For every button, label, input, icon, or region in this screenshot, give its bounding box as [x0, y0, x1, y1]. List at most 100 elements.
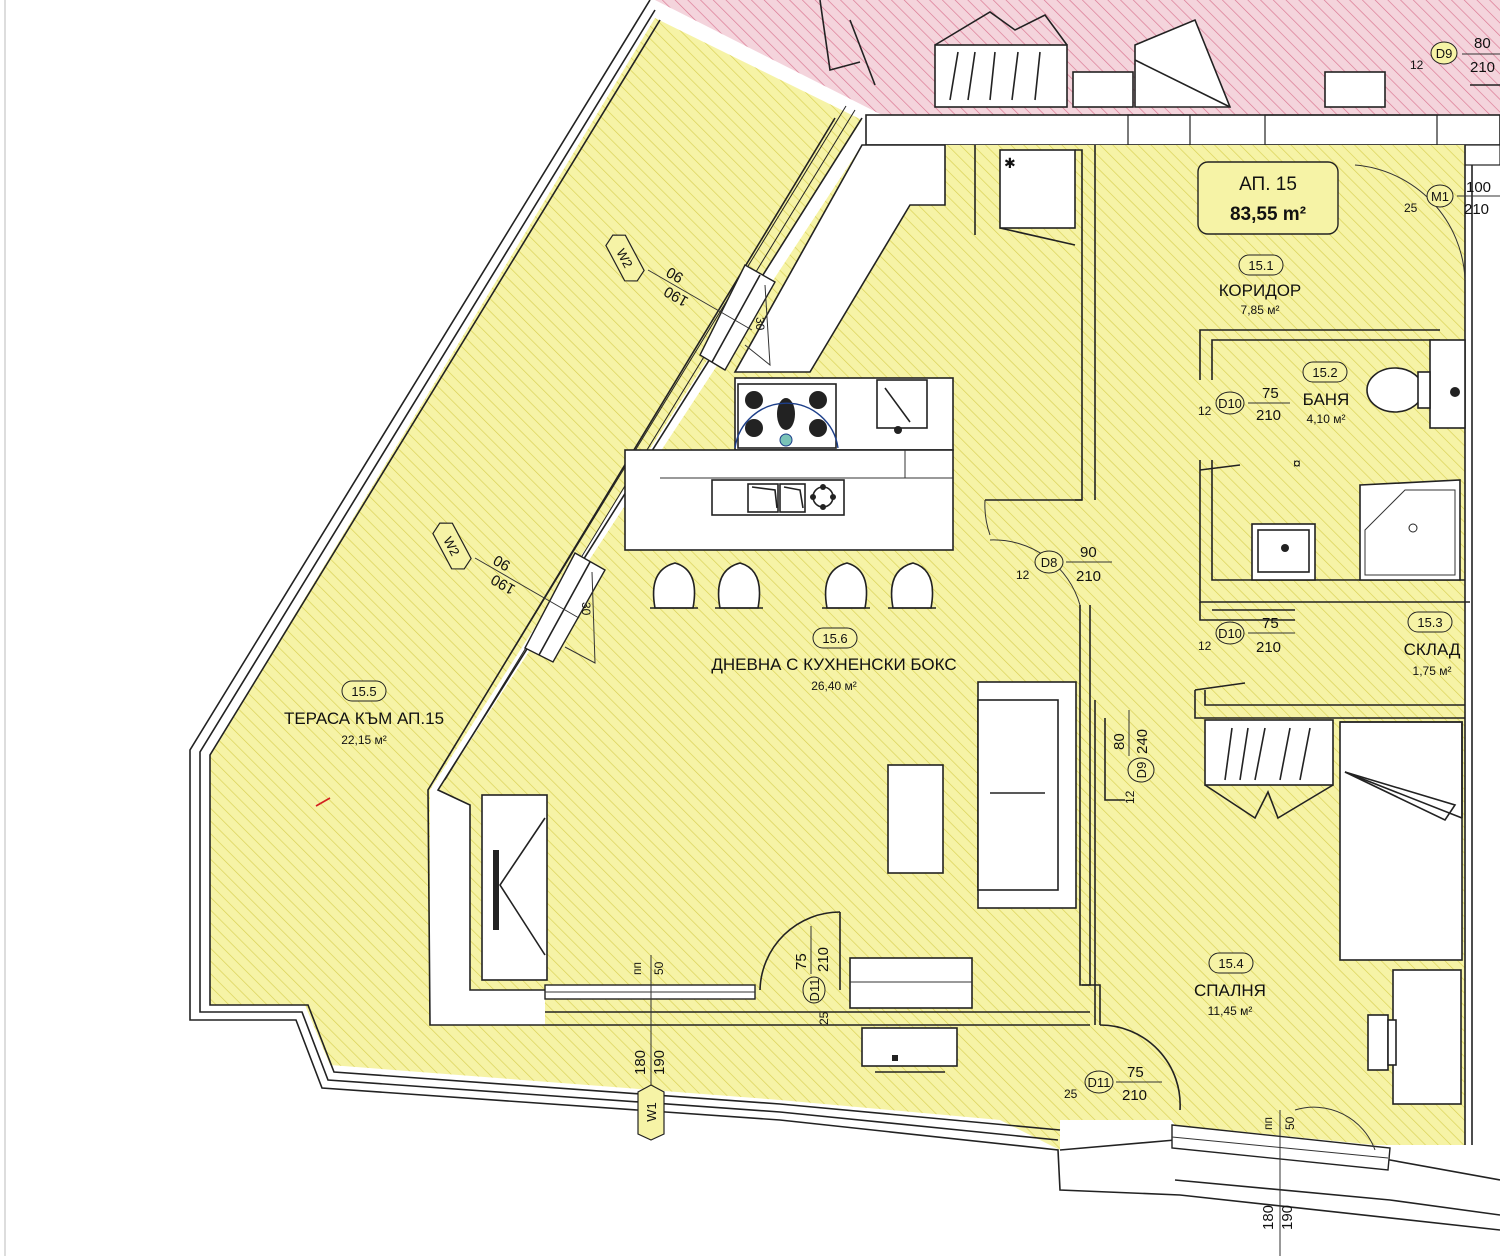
- door-side: 25: [1404, 201, 1418, 215]
- partition-walls: [1079, 605, 1125, 1025]
- window-sill: 50: [652, 961, 666, 975]
- door-side: 12: [1198, 639, 1212, 653]
- window-width: 180: [632, 1050, 649, 1075]
- door-height: 210: [815, 947, 832, 972]
- door-tag-d9-top: 12 D9 80 210: [1410, 35, 1500, 76]
- room-label-15-5: 15.5 ТЕРАСА КЪМ АП.15 22,15 м²: [284, 680, 444, 747]
- room-name: ДНЕВНА С КУХНЕНСКИ БОКС: [711, 655, 956, 674]
- window-height: 190: [1279, 1205, 1296, 1230]
- door-tag-d10-bath: 12 D10 75 210: [1198, 385, 1290, 424]
- apartment-title: АП. 15: [1239, 174, 1297, 195]
- window-tag-w1-living: W1 180 190 пп 50: [630, 955, 668, 1141]
- door-tag-d11-bedroom: 25 D11 75 210: [1064, 1064, 1162, 1104]
- window-sill: 50: [1283, 1116, 1297, 1130]
- door-side: 25: [1064, 1087, 1078, 1101]
- neighbor-area: [655, 0, 1500, 115]
- door-width: 80: [1111, 733, 1128, 750]
- room-area: 7,85 м²: [1241, 303, 1280, 317]
- room-area: 22,15 м²: [341, 733, 387, 747]
- window-sill-w2-upper: 30: [753, 317, 767, 331]
- door-width: 75: [793, 953, 810, 970]
- window-height: 90: [491, 551, 514, 574]
- red-mark: [315, 797, 331, 807]
- kitchen-island: [624, 377, 954, 551]
- terrace-parapet: [189, 0, 1500, 1231]
- door-code: D9: [1134, 762, 1149, 779]
- window-tag-w2-lower: W2: [432, 522, 472, 570]
- apartment-area: 83,55 m²: [1230, 204, 1306, 225]
- door-height: 210: [1256, 639, 1281, 656]
- window-height: 90: [664, 263, 687, 286]
- door-code: D8: [1041, 555, 1058, 570]
- room-area: 11,45 м²: [1208, 1004, 1253, 1018]
- door-tag-d10-storage: 12 D10 75 210: [1198, 615, 1295, 656]
- window-code: W1: [644, 1102, 659, 1122]
- door-code: D10: [1218, 626, 1242, 641]
- living-furniture: [481, 681, 1077, 1073]
- door-height: 210: [1076, 568, 1101, 585]
- room-name: СКЛАД: [1404, 640, 1461, 659]
- door-width: 100: [1466, 179, 1491, 196]
- door-side: 12: [1198, 404, 1212, 418]
- door-height: 210: [1464, 201, 1489, 218]
- room-name: СПАЛНЯ: [1194, 981, 1266, 1000]
- door-side: 12: [1123, 790, 1137, 804]
- room-name: ТЕРАСА КЪМ АП.15: [284, 709, 444, 728]
- door-height: 210: [1470, 59, 1495, 76]
- svg-text:¤: ¤: [1293, 455, 1301, 471]
- door-tag-m1: 25 M1 100 210: [1404, 179, 1500, 218]
- door-width: 75: [1262, 615, 1279, 632]
- door-code: D11: [807, 979, 822, 1002]
- room-id: 15.5: [351, 684, 376, 699]
- door-width: 75: [1127, 1064, 1144, 1081]
- kitchen-walls: ✱: [733, 144, 1096, 501]
- window-sill: 30: [753, 317, 767, 331]
- room-label-15-2: 15.2 БАНЯ 4,10 м²: [1302, 361, 1350, 426]
- door-tag-d9-bedroom: 12 D9 80 240: [1111, 710, 1155, 804]
- door-code: D9: [1436, 46, 1453, 61]
- door-height: 240: [1134, 729, 1151, 754]
- svg-text:✱: ✱: [1004, 155, 1016, 171]
- room-id: 15.4: [1218, 956, 1243, 971]
- door-side: 12: [1016, 568, 1030, 582]
- room-label-15-3: 15.3 СКЛАД 1,75 м²: [1404, 611, 1461, 678]
- door-width: 80: [1474, 35, 1491, 52]
- window-tag-w2-upper: W2: [605, 234, 645, 282]
- room-name: БАНЯ: [1303, 390, 1350, 409]
- window-sill-w2-lower: 30: [579, 602, 593, 616]
- room-label-15-6: 15.6 ДНЕВНА С КУХНЕНСКИ БОКС 26,40 м²: [711, 627, 957, 693]
- room-name: КОРИДОР: [1219, 281, 1302, 300]
- window-tag-w1-bedroom: пп 50 180 190: [1260, 1110, 1297, 1256]
- room-id: 15.2: [1312, 365, 1337, 380]
- apartment-interior: [438, 145, 1465, 1145]
- window-height: 190: [651, 1050, 668, 1075]
- right-rooms-walls: ¤: [1171, 145, 1473, 1171]
- w2-window-upper: [699, 264, 776, 371]
- door-height: 210: [1256, 407, 1281, 424]
- room-id: 15.3: [1417, 615, 1442, 630]
- door-side: 12: [1410, 58, 1424, 72]
- living-window-band: [544, 984, 1090, 1026]
- door-width: 90: [1080, 544, 1097, 561]
- neighbor-wardrobe: [819, 0, 1500, 108]
- door-code: D10: [1218, 396, 1242, 411]
- door-width: 75: [1262, 385, 1279, 402]
- door-tag-d11-living: 25 D11 75 210: [793, 926, 832, 1025]
- room-id: 15.1: [1248, 258, 1273, 273]
- door-side: 25: [817, 1011, 831, 1025]
- w2-window-lower: [524, 552, 606, 664]
- corridor-wall-band: [865, 114, 1500, 146]
- door-code: D11: [1088, 1075, 1111, 1090]
- door-tag-d8: 12 D8 90 210: [1016, 544, 1112, 585]
- window-sill-label: пп: [1261, 1117, 1275, 1130]
- room-area: 4,10 м²: [1307, 412, 1346, 426]
- room-label-15-4: 15.4 СПАЛНЯ 11,45 м²: [1194, 952, 1266, 1018]
- room-id: 15.6: [822, 631, 847, 646]
- window-sill: 30: [579, 602, 593, 616]
- apartment-title-box: АП. 15 83,55 m²: [1197, 161, 1339, 235]
- terrace-area: [210, 18, 1180, 1150]
- window-width: 180: [1260, 1205, 1277, 1230]
- door-code: M1: [1431, 189, 1449, 204]
- door-height: 210: [1122, 1087, 1147, 1104]
